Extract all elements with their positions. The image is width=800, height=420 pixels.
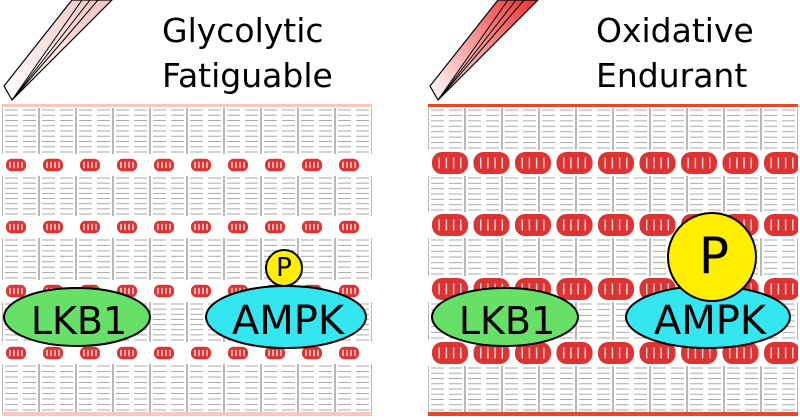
mitochondrion	[473, 342, 510, 364]
mitochondrion	[228, 346, 248, 360]
mitochondrion	[6, 346, 26, 360]
title-line-1: Oxidative	[596, 11, 754, 50]
mitochondrion	[43, 220, 63, 234]
myofibril-band	[2, 108, 372, 154]
lkb1-ellipse	[3, 287, 151, 347]
mitochondrion	[339, 158, 359, 172]
glycolytic-panel: Glycolytic Fatiguable LKB1 AMPK P	[2, 0, 372, 420]
mitochondrion	[191, 158, 211, 172]
mitochondrion	[764, 278, 798, 300]
mitochondrion	[154, 220, 174, 234]
mitochondria-row	[6, 220, 359, 234]
mitochondria-row	[432, 342, 798, 364]
mitochondrion	[556, 342, 593, 364]
lkb1-label: LKB1	[458, 299, 556, 343]
mitochondrion	[639, 342, 676, 364]
fiber-type-title: Oxidative Endurant	[596, 8, 754, 98]
mitochondrion	[598, 152, 634, 174]
mitochondrion	[191, 284, 211, 298]
mitochondrion	[722, 152, 759, 174]
mitochondrion	[473, 152, 510, 174]
myofibril-band	[428, 366, 798, 412]
mitochondrion	[6, 284, 26, 298]
mitochondria-row	[432, 214, 798, 236]
mitochondrion	[556, 214, 593, 236]
mitochondrion	[191, 346, 211, 360]
ampk-label: AMPK	[231, 298, 345, 344]
mitochondrion	[302, 158, 322, 172]
mitochondrion	[556, 278, 593, 300]
muscle-tissue	[428, 104, 798, 416]
mitochondrion	[80, 158, 100, 172]
mitochondrion	[515, 214, 551, 236]
mitochondrion	[339, 284, 359, 298]
mitochondrion	[639, 214, 676, 236]
mitochondrion	[265, 346, 285, 360]
mitochondrion	[6, 158, 26, 172]
mitochondrion	[191, 220, 211, 234]
mitochondrion	[265, 158, 285, 172]
mitochondrion	[117, 220, 137, 234]
mitochondrion	[117, 346, 137, 360]
mitochondrion	[228, 220, 248, 234]
mitochondrion	[228, 158, 248, 172]
mitochondrion	[154, 346, 174, 360]
mitochondrion	[432, 342, 468, 364]
mitochondrion	[43, 346, 63, 360]
mitochondrion	[556, 152, 593, 174]
muscle-fiber-red-icon	[429, 0, 539, 101]
mitochondrion	[432, 214, 468, 236]
mitochondrion	[302, 346, 322, 360]
title-line-2: Fatiguable	[162, 56, 333, 95]
mitochondrion	[764, 342, 798, 364]
oxidative-panel: Oxidative Endurant LKB1 AMPK P	[428, 0, 798, 420]
mitochondrion	[339, 220, 359, 234]
mitochondrion	[302, 220, 322, 234]
mitochondrion	[6, 220, 26, 234]
mitochondrion	[639, 152, 676, 174]
mitochondrion	[154, 284, 174, 298]
myofibril-band	[428, 108, 798, 150]
mitochondrion	[80, 346, 100, 360]
phosphate-circle	[667, 212, 757, 302]
phospho-label: P	[276, 253, 292, 283]
mitochondrion	[598, 342, 634, 364]
mitochondrion	[598, 278, 634, 300]
sarcolemma-bottom	[2, 412, 372, 416]
mitochondrion	[117, 158, 137, 172]
mitochondria-row	[6, 346, 359, 360]
mitochondrion	[265, 220, 285, 234]
lkb1-ellipse	[431, 287, 579, 347]
mitochondrion	[515, 152, 551, 174]
mitochondrion	[154, 158, 174, 172]
mitochondrion	[515, 342, 551, 364]
muscle-fiber-light-icon	[3, 0, 113, 101]
phospho-label: P	[698, 227, 730, 285]
mitochondrion	[80, 220, 100, 234]
mitochondrion	[764, 152, 798, 174]
lkb1-label: LKB1	[30, 299, 128, 343]
sarcolemma-top	[2, 104, 372, 107]
phosphate-circle	[265, 249, 303, 287]
sarcolemma-top	[428, 104, 798, 107]
mitochondrion	[764, 214, 798, 236]
fiber-type-title: Glycolytic Fatiguable	[162, 8, 333, 98]
mitochondrion	[43, 158, 63, 172]
myofibril-band	[2, 364, 372, 412]
title-line-2: Endurant	[596, 56, 748, 95]
mitochondrion	[681, 152, 717, 174]
mitochondrion	[339, 346, 359, 360]
mitochondria-row	[432, 152, 798, 174]
mitochondrion	[473, 214, 510, 236]
ampk-label: AMPK	[653, 298, 767, 344]
sarcolemma-bottom	[428, 412, 798, 416]
mitochondrion	[432, 152, 468, 174]
mitochondria-row	[6, 158, 359, 172]
myofibril-band	[428, 176, 798, 212]
title-line-1: Glycolytic	[162, 11, 324, 50]
myofibril-band	[2, 238, 372, 280]
mitochondrion	[598, 214, 634, 236]
muscle-tissue	[2, 104, 372, 416]
myofibril-band	[2, 176, 372, 216]
